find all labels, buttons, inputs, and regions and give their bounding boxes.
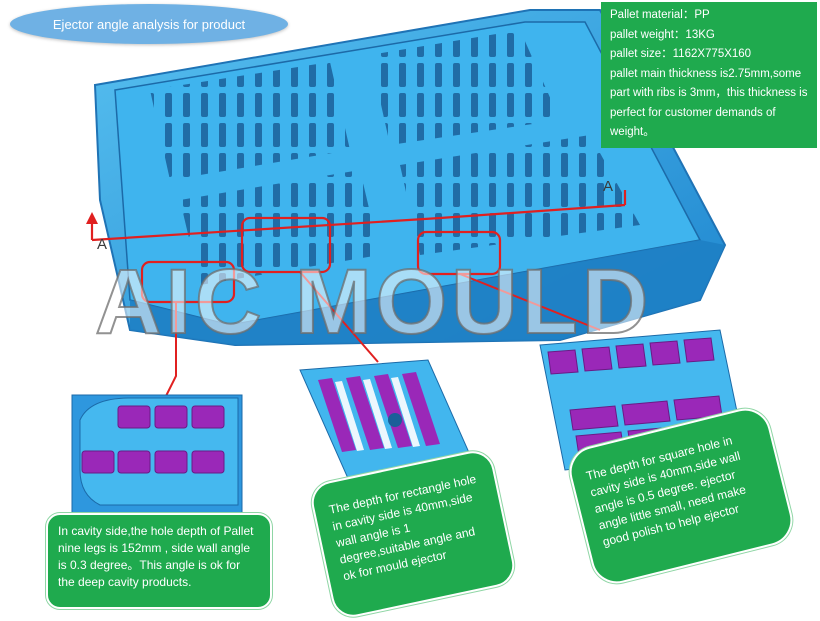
note-legs: In cavity side,the hole depth of Pallet … bbox=[46, 513, 272, 609]
title-text: Ejector angle analysis for product bbox=[52, 16, 246, 32]
spec-line-thickness: pallet main thickness is2.75mm,some part… bbox=[610, 67, 808, 139]
title-oval: Ejector angle analysis for product bbox=[10, 4, 288, 44]
section-line bbox=[86, 190, 627, 242]
callout-rect-right bbox=[416, 230, 502, 276]
spec-line-weight: pallet weight：13KG bbox=[610, 28, 715, 41]
detail-legs bbox=[71, 394, 243, 519]
spec-box: Pallet material：PP pallet weight：13KG pa… bbox=[601, 2, 817, 148]
section-label-right: A bbox=[603, 178, 614, 195]
watermark: AIC MOULD bbox=[94, 251, 653, 353]
callout-rect-left bbox=[140, 260, 236, 304]
callout-rect-middle bbox=[240, 216, 332, 274]
spec-line-size: pallet size：1162X775X160 bbox=[610, 48, 752, 60]
section-label-left: A bbox=[97, 236, 108, 253]
leader-lines bbox=[165, 271, 601, 397]
spec-line-material: Pallet material：PP bbox=[610, 9, 710, 21]
